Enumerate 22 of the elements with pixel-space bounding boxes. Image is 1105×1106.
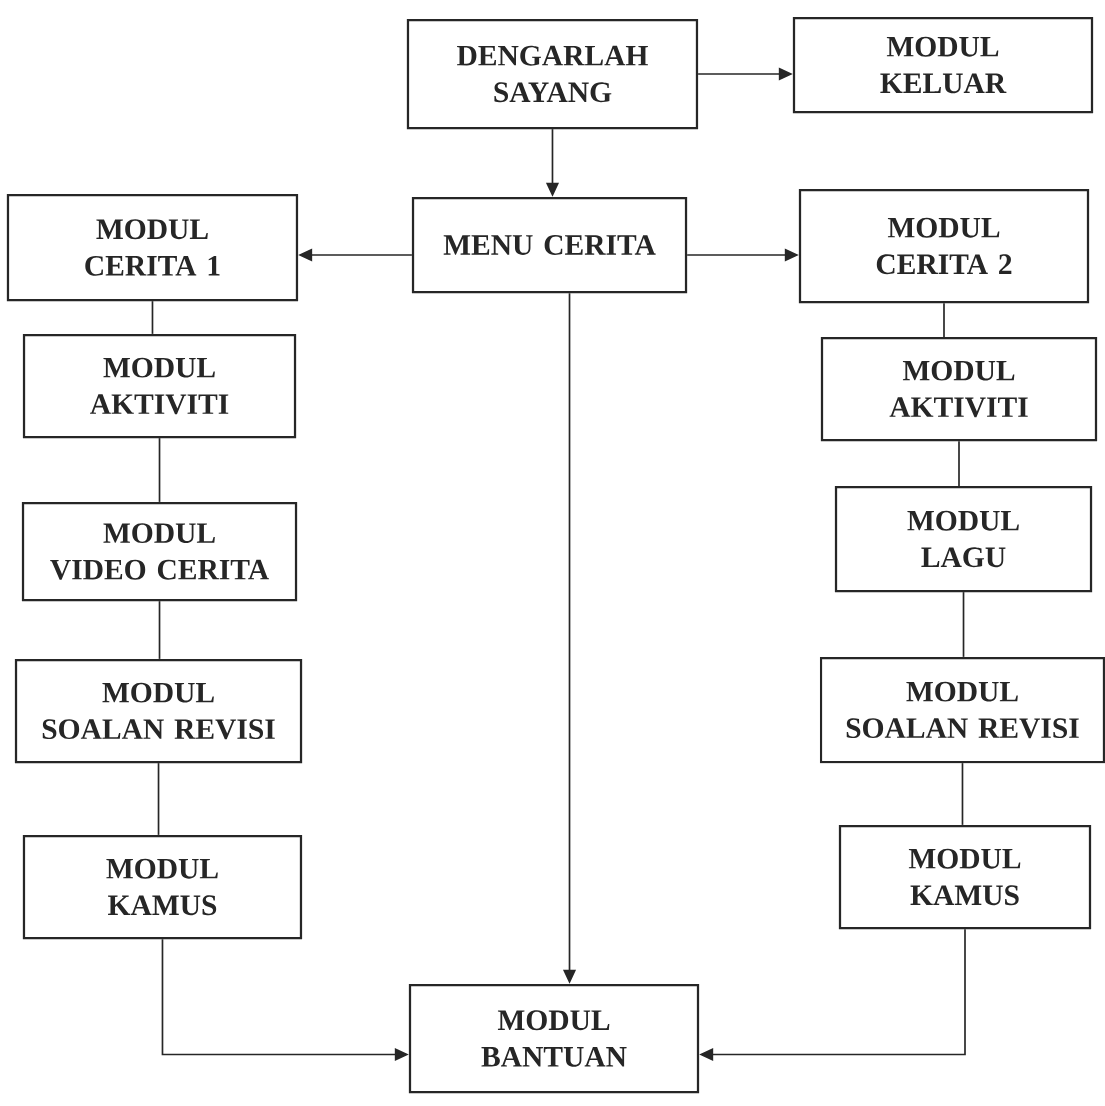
connector-line — [158, 437, 161, 503]
connector-line — [958, 440, 960, 487]
process-box: MENU CERITA — [411, 196, 688, 294]
process-box: MODUL BANTUAN — [408, 983, 700, 1094]
process-box: MODUL AKTIVITI — [22, 333, 297, 439]
process-box: MODUL KELUAR — [792, 16, 1094, 114]
process-box: MODUL CERITA 1 — [6, 193, 299, 302]
connector-line — [158, 600, 161, 660]
process-box: MODUL AKTIVITI — [820, 336, 1098, 442]
process-box: MODUL CERITA 2 — [798, 188, 1090, 304]
connector-line — [157, 762, 160, 836]
process-box: MODUL SOALAN REVISI — [819, 656, 1105, 764]
process-box: DENGARLAH SAYANG — [406, 18, 699, 130]
process-box: MODUL LAGU — [834, 485, 1093, 593]
process-box: MODUL VIDEO CERITA — [21, 501, 298, 602]
process-box: MODUL KAMUS — [838, 824, 1092, 930]
connector-line — [943, 302, 945, 338]
connector-line — [961, 762, 964, 826]
process-box: MODUL SOALAN REVISI — [14, 658, 303, 764]
connector-line — [962, 591, 965, 658]
process-box: MODUL KAMUS — [22, 834, 303, 940]
connector-line — [151, 300, 154, 335]
